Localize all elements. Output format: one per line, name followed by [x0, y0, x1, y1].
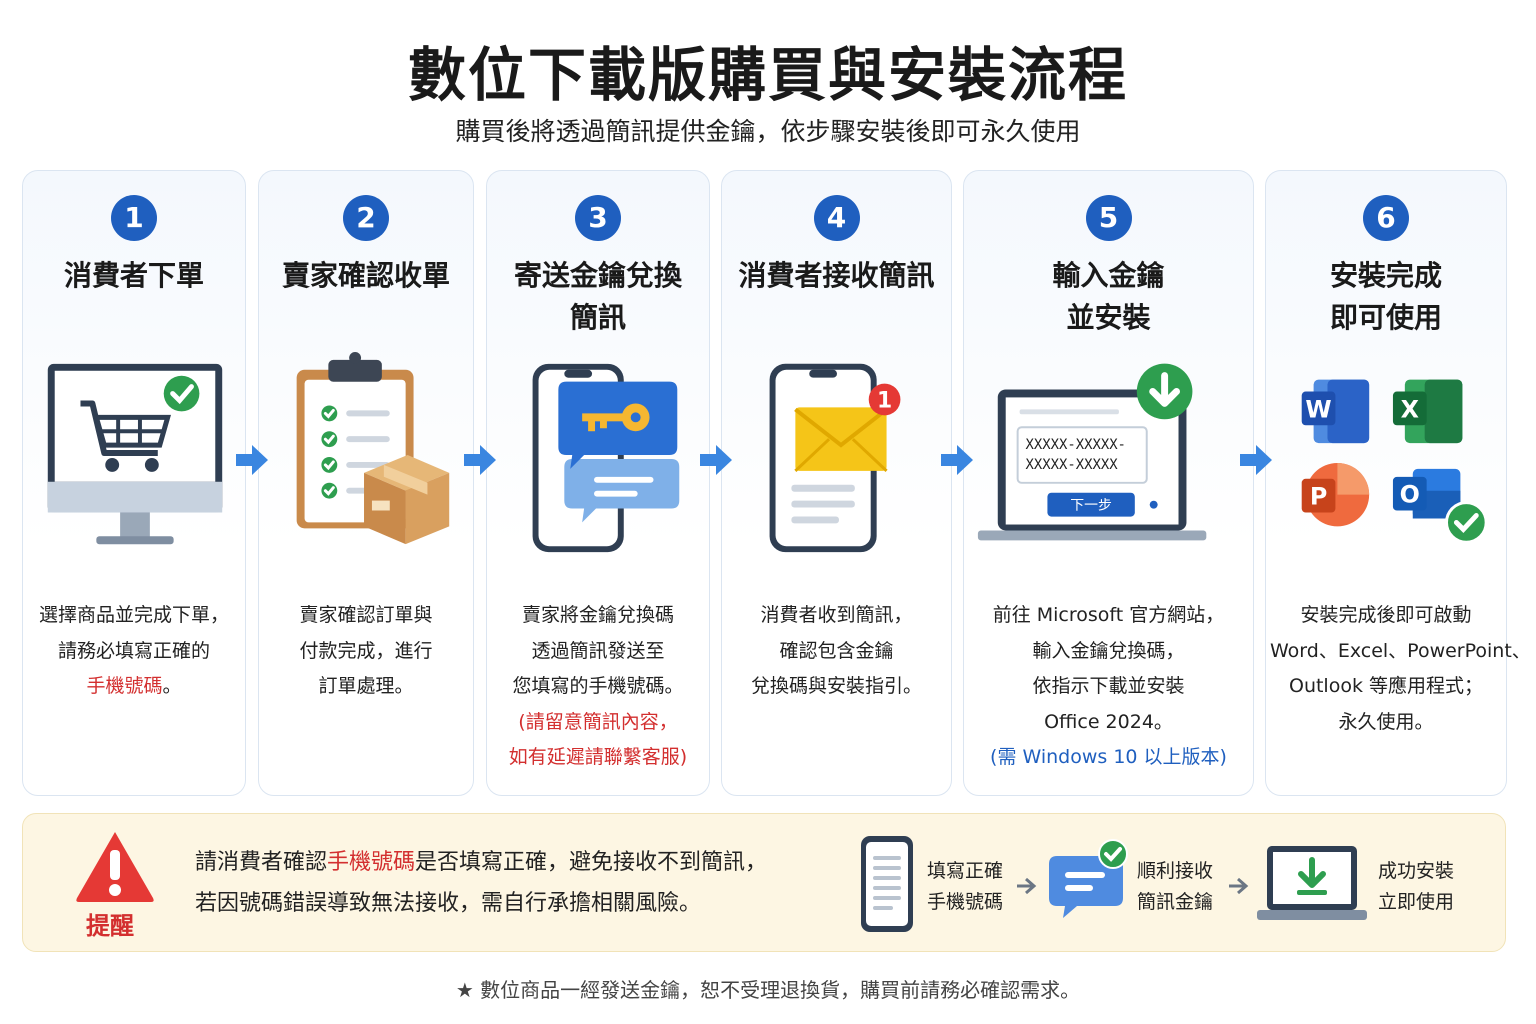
powerpoint-letter: P	[1310, 483, 1327, 511]
arrow-right-icon	[464, 445, 496, 475]
reminder-label: 提醒	[86, 912, 134, 940]
step-number: 2	[343, 195, 389, 241]
mini-step-2-label: 順利接收 簡訊金鑰	[1137, 860, 1214, 913]
page-title: 數位下載版購買與安裝流程	[407, 41, 1128, 109]
step-description-line: Office 2024。	[1044, 710, 1173, 733]
step-title-line: 簡訊	[569, 301, 626, 334]
footer-note: ★ 數位商品一經發送金鑰，恕不受理退換貨，購買前請務必確認需求。	[455, 978, 1081, 1002]
reminder-box: 提醒 請消費者確認手機號碼是否填寫正確，避免接收不到簡訊， 若因號碼錯誤導致無法…	[22, 813, 1506, 952]
step-description-line: (請留意簡訊內容，	[518, 710, 678, 733]
step-title-line: 即可使用	[1329, 301, 1442, 334]
step-description-line: 付款完成，進行	[299, 639, 433, 662]
step-number: 3	[575, 195, 621, 241]
step-description-line: (需 Windows 10 以上版本)	[990, 746, 1227, 768]
step-description-line: 賣家確認訂單與	[299, 604, 433, 626]
step-description-line: 依指示下載並安裝	[1032, 675, 1185, 697]
step-title: 賣家確認收單	[259, 255, 473, 297]
step-description: 安裝完成後即可啟動 Word、Excel、PowerPoint、 Outlook 等…	[1270, 598, 1531, 740]
mini-step-3-label: 成功安裝 立即使用	[1378, 860, 1455, 913]
step-description-line: 請務必填寫正確的	[57, 639, 210, 662]
outlook-letter: O	[1400, 481, 1420, 509]
step-card-6: 6 安裝完成即可使用 W X P O 安裝完成後即可啟動 Word、Excel、P…	[1265, 170, 1531, 796]
step-description: 賣家確認訂單與付款完成，進行訂單處理。	[263, 598, 469, 705]
step-description-line: 兌換碼與安裝指引。	[750, 675, 922, 697]
clipboard-package-icon	[296, 351, 450, 545]
arrow-right-icon	[1017, 877, 1037, 895]
step-description-line: 訂單處理。	[318, 675, 414, 697]
reminder-text: 請消費者確認手機號碼是否填寫正確，避免接收不到簡訊， 若因號碼錯誤導致無法接收，…	[195, 842, 767, 924]
step-number: 5	[1085, 195, 1132, 241]
step-description-line: 透過簡訊發送至	[531, 639, 665, 662]
step-title: 消費者下單	[23, 255, 245, 297]
arrow-right-icon	[1240, 445, 1272, 475]
step-description-line: 輸入金鑰兌換碼，	[1032, 639, 1185, 662]
key-line-2: XXXXX-XXXXX	[1026, 457, 1119, 473]
step-description-line: 確認包含金鑰	[779, 639, 894, 662]
mini-step-1-label: 填寫正確 手機號碼	[927, 860, 1004, 913]
step-description-line: 您填寫的手機號碼。	[512, 675, 684, 697]
office-apps-icon: W X P O	[1301, 379, 1488, 544]
step-title: 寄送金鑰兌換簡訊	[487, 255, 709, 339]
step-title-line: 消費者接收簡訊	[738, 259, 935, 292]
step-title: 輸入金鑰並安裝	[964, 255, 1253, 339]
step-description: 選擇商品並完成下單， 請務必填寫正確的手機號碼。	[27, 598, 241, 705]
text-segment: 。	[162, 675, 182, 697]
reminder-line-1: 請消費者確認手機號碼是否填寫正確，避免接收不到簡訊，	[195, 842, 767, 883]
page-subtitle: 購買後將透過簡訊提供金鑰，依步驟安裝後即可永久使用	[455, 117, 1081, 146]
step-title-line: 寄送金鑰兌換	[513, 259, 682, 292]
step-description-line: 消費者收到簡訊，	[760, 604, 913, 626]
message-check-icon	[1049, 839, 1128, 918]
step-title-line: 並安裝	[1066, 301, 1151, 334]
step-description: 前往 Microsoft 官方網站， 輸入金鑰兌換碼， 依指示下載並安裝 Office…	[968, 598, 1249, 776]
notification-count: 1	[877, 388, 892, 413]
arrow-right-icon	[941, 445, 973, 475]
phone-number-highlight: 手機號碼	[327, 850, 416, 875]
word-letter: W	[1305, 395, 1331, 423]
shopping-cart-monitor-icon	[47, 363, 223, 545]
key-line-1: XXXXX-XXXXX-	[1026, 437, 1126, 453]
step-card-3: 3 寄送金鑰兌換簡訊 賣家將金鑰兌換碼透過簡訊發送至您填寫的手機號碼。 (請留意簡…	[486, 170, 710, 796]
step-title-line: 輸入金鑰	[1052, 259, 1165, 292]
excel-letter: X	[1401, 395, 1419, 423]
step-title-line: 消費者下單	[63, 259, 204, 292]
laptop-download-icon	[1257, 846, 1367, 920]
phone-envelope-notification-icon: 1	[769, 363, 901, 553]
step-number: 4	[813, 195, 860, 241]
arrow-right-icon	[700, 445, 732, 475]
text-segment: 手機號碼	[86, 675, 163, 697]
step-title-line: 賣家確認收單	[281, 259, 450, 292]
step-number: 1	[111, 195, 157, 241]
step-description-line: Outlook 等應用程式；	[1288, 675, 1484, 697]
arrow-right-icon	[236, 445, 268, 475]
phone-icon	[861, 836, 913, 932]
step-description-line: 手機號碼。	[27, 669, 241, 705]
step-title: 安裝完成即可使用	[1266, 255, 1506, 339]
next-step-button-label: 下一步	[1070, 498, 1112, 514]
step-description-line: Word、Excel、PowerPoint、	[1270, 639, 1531, 662]
step-description-line: 如有延遲請聯繫客服)	[508, 746, 688, 768]
arrow-right-icon	[1229, 877, 1249, 895]
step-description-line: 前往 Microsoft 官方網站，	[992, 604, 1225, 626]
step-card-2: 2 賣家確認收單 賣家確認訂單與付款完成，進行訂單處理。	[258, 170, 474, 796]
step-card-1: 1 消費者下單 選擇商品並完成下單， 請務必填寫正確的手機號碼。	[22, 170, 246, 796]
step-title: 消費者接收簡訊	[722, 255, 951, 297]
step-description: 消費者收到簡訊， 確認包含金鑰兌換碼與安裝指引。	[726, 598, 947, 705]
step-title-line: 安裝完成	[1329, 259, 1442, 292]
text-segment: 請消費者確認	[195, 850, 328, 875]
step-number: 6	[1363, 195, 1409, 241]
phone-key-message-icon	[532, 363, 680, 553]
step-description: 賣家將金鑰兌換碼透過簡訊發送至您填寫的手機號碼。 (請留意簡訊內容， 如有延遲請聯繫…	[491, 598, 705, 776]
warning-icon	[76, 832, 154, 902]
step-description-line: 安裝完成後即可啟動	[1300, 604, 1472, 626]
text-segment: 是否填寫正確，避免接收不到簡訊，	[415, 850, 768, 875]
step-card-4: 4 消費者接收簡訊 1 消費者收到簡訊， 確認包含金鑰兌換碼與安裝指引。	[721, 170, 952, 796]
step-description-line: 選擇商品並完成下單，	[38, 604, 229, 626]
step-description-line: 賣家將金鑰兌換碼	[521, 604, 674, 626]
laptop-key-entry-icon: XXXXX-XXXXX- XXXXX-XXXXX 下一步	[977, 363, 1207, 541]
reminder-line-2: 若因號碼錯誤導致無法接收，需自行承擔相關風險。	[195, 891, 702, 916]
step-description-line: 永久使用。	[1338, 710, 1434, 733]
step-card-5: 5 輸入金鑰並安裝 XXXXX-XXXXX- XXXXX-XXXXX 下一步 前…	[963, 170, 1254, 796]
